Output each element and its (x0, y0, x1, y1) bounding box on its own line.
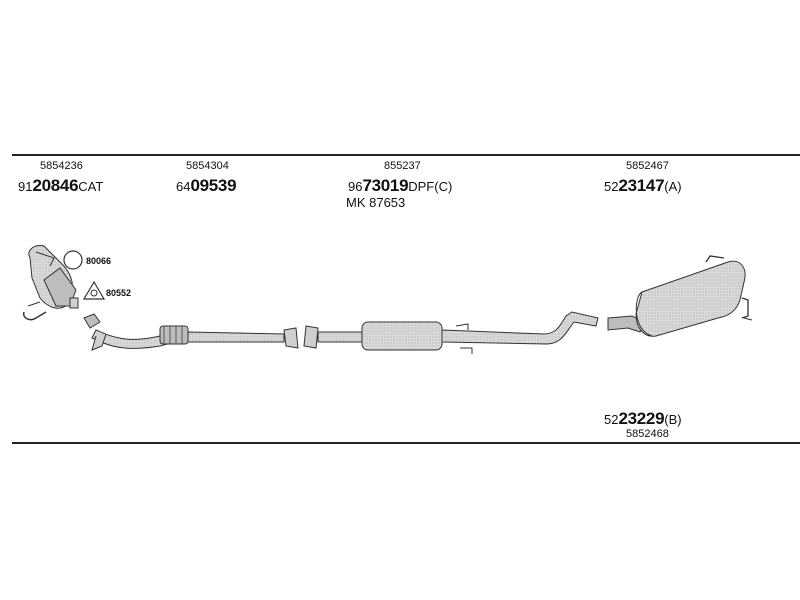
part-3-ref: 855237 (384, 160, 421, 172)
part-1-suffix: CAT (78, 179, 104, 194)
part-3-main: 73019 (362, 176, 409, 195)
part-1-prefix: 91 (18, 179, 33, 194)
part-4-ref: 5852467 (626, 160, 669, 172)
part-5-prefix: 52 (604, 412, 619, 427)
part-5-suffix: (B) (664, 412, 682, 427)
accessory-gasket-triangle-code: 80552 (106, 288, 132, 298)
part-2-ref: 5854304 (186, 160, 229, 172)
part-3-kit: MK 87653 (346, 195, 406, 210)
part-2-number: 6409539 (176, 176, 237, 195)
part-2-main: 09539 (190, 176, 237, 195)
bottom-divider-line (12, 442, 800, 444)
accessory-gasket-ring-code: 80066 (86, 256, 112, 266)
part-1-number: 9120846CAT (18, 177, 103, 194)
part-3-suffix: DPF(C) (408, 179, 453, 194)
part-1-main: 20846 (32, 176, 79, 195)
part-1-ref: 5854236 (40, 160, 83, 172)
gasket-triangle-icon (82, 280, 106, 300)
part-3-number: 9673019DPF(C) (348, 177, 452, 194)
part-4-number: 5223147(A) (604, 177, 682, 194)
part-4-main: 23147 (618, 176, 665, 195)
diesel-particulate-filter (303, 311, 599, 354)
part-3-prefix: 96 (348, 179, 363, 194)
gasket-ring-icon (63, 250, 83, 270)
catalytic-converter (22, 245, 79, 321)
rear-silencer (607, 255, 753, 337)
part-4-prefix: 52 (604, 179, 619, 194)
part-5-main: 23229 (618, 409, 665, 428)
part-5-number: 5223229(B) (604, 410, 682, 427)
front-pipe (83, 313, 299, 351)
part-2-prefix: 64 (176, 179, 191, 194)
part-4-suffix: (A) (664, 179, 682, 194)
part-5-ref: 5852468 (626, 428, 669, 440)
top-divider-line (12, 154, 800, 156)
